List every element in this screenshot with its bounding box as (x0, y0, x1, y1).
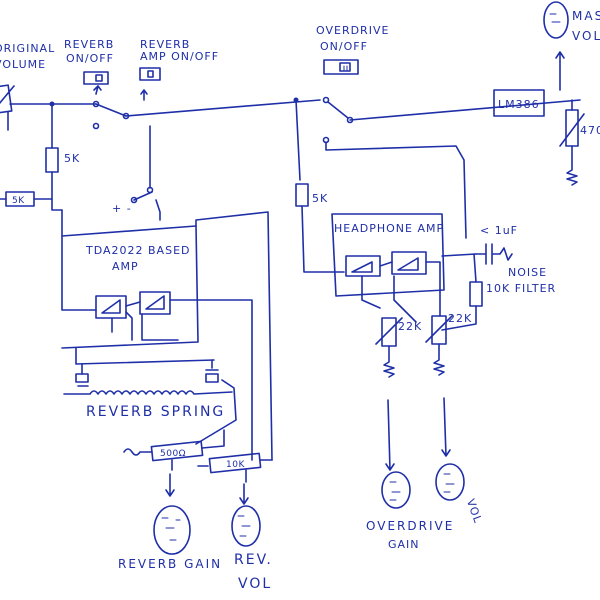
headphone-wiring (361, 253, 477, 323)
arrow-to-overdrive-gain (385, 399, 395, 471)
reverb-amp-onoff-label-1: REVERB (140, 38, 190, 51)
pot-22k-right (425, 315, 453, 376)
rev-vol-label-1: REV. (234, 552, 273, 568)
arrow-to-rev-vol (239, 483, 249, 505)
tda-wiring (61, 209, 273, 461)
overdrive-gain-knob-icon (381, 471, 411, 509)
pot-22k-left-label: 22K (398, 320, 422, 333)
resistor-5k-horizontal-label: 5K (12, 196, 25, 206)
tda2022-amp-label-2: AMP (112, 260, 139, 273)
pot-10k (197, 452, 273, 483)
pot-22k-left (375, 317, 403, 378)
resistor-5k-vertical-label: 5K (64, 152, 80, 165)
tda-opamp-right-icon (139, 291, 171, 315)
rev-vol-label-2: VOL (238, 576, 272, 592)
original-volume-label-2: VOLUME (0, 58, 46, 71)
reverb-spring-label: REVERB SPRING (86, 404, 225, 420)
original-volume-label-1: ORIGINAL (0, 42, 55, 55)
overdrive-gain-label-1: OVERDRIVE (366, 519, 454, 533)
tda2022-amp-label-1: TDA2022 BASED (85, 244, 191, 257)
reverb-spring (63, 359, 237, 445)
noise-filter-label-1: NOISE (508, 266, 547, 279)
pot-500-ohm (123, 429, 225, 471)
vol-knob-icon (435, 463, 465, 501)
overdrive-switch-contacts (322, 96, 467, 239)
reverb-amp-onoff-switch-icon (139, 67, 161, 101)
resistor-5k-overdrive-label: 5K (312, 192, 328, 205)
resistor-470-label: 470 (580, 124, 600, 137)
noise-filter-label-2: 10K FILTER (486, 282, 556, 295)
tda-opamp-left-icon (95, 295, 127, 319)
headphone-opamp-right-icon (391, 251, 427, 275)
reverb-gain-label: REVERB GAIN (118, 557, 222, 571)
cap-1uf-label: < 1uF (480, 224, 518, 237)
reverb-onoff-label-1: REVERB (64, 38, 114, 51)
resistor-5k-overdrive (295, 183, 345, 273)
overdrive-onoff-label-2: ON/OFF (320, 40, 368, 53)
tda2022-amp-box (61, 225, 199, 349)
resistor-5k-horizontal (0, 191, 53, 207)
capacitor-1uf (475, 243, 513, 265)
arrow-to-reverb-gain (165, 473, 175, 497)
overdrive-onoff-label-1: OVERDRIVE (316, 24, 389, 37)
node-dot (293, 97, 299, 103)
resistor-5k-vertical (45, 103, 63, 211)
overdrive-onoff-switch-icon (323, 59, 359, 75)
lm386-box (493, 89, 545, 117)
reverb-amp-onoff-label-2: AMP ON/OFF (140, 50, 219, 63)
arrow-to-master-vol (555, 51, 565, 91)
resistor-10k-noise-filter (441, 281, 483, 331)
arrow-to-vol (441, 397, 451, 457)
overdrive-gain-label-2: GAIN (388, 538, 420, 551)
original-volume-pot (0, 84, 15, 131)
headphone-amp-box (331, 213, 445, 297)
master-vol-knob-icon (543, 1, 569, 39)
amp-power-switch (130, 125, 161, 221)
reverb-switch-contacts (92, 100, 130, 130)
master-vol-pot (559, 99, 585, 186)
headphone-amp-label: HEADPHONE AMP (334, 222, 444, 235)
pot-22k-right-label: 22K (448, 312, 472, 325)
switch-polarity-label: + - (112, 202, 132, 215)
reverb-onoff-switch-icon (83, 71, 109, 95)
pot-500-ohm-label: 500Ω (160, 449, 186, 459)
vol-label: VOL (464, 497, 485, 525)
reverb-onoff-label-2: ON/OFF (66, 52, 114, 65)
reverb-gain-knob-icon (153, 505, 191, 555)
master-vol-label-2: VOL (572, 29, 600, 43)
pot-10k-label: 10K (226, 460, 245, 470)
lm386-label: LM386 (498, 98, 540, 111)
rev-vol-knob-icon (231, 505, 261, 547)
master-vol-label-1: MASTER (572, 9, 600, 23)
headphone-opamp-left-icon (345, 255, 381, 277)
